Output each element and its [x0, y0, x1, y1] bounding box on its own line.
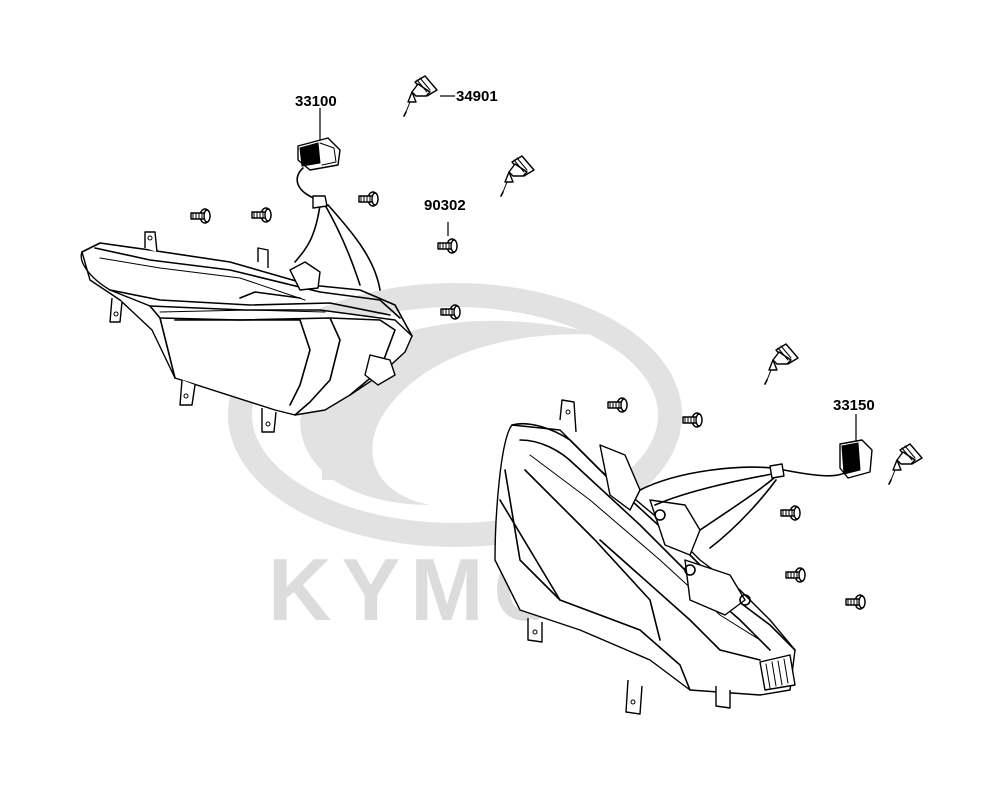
right-wire-harness: [639, 463, 849, 549]
bulb-icon: [500, 155, 535, 197]
screw-icon: [785, 567, 806, 583]
right-turn-signal-housing: [494, 399, 796, 715]
screw-icon: [437, 238, 458, 254]
connector-33100: [297, 108, 341, 171]
screw-icon: [780, 505, 801, 521]
screw-icon: [607, 397, 628, 413]
bulb-icon: [888, 443, 923, 485]
screw-icon: [190, 208, 211, 224]
screw-icon: [358, 191, 379, 207]
part-label-33150: 33150: [833, 397, 875, 414]
bulb-icon: [764, 343, 799, 385]
screw-icon: [845, 594, 866, 610]
connector-33150: [839, 414, 873, 479]
part-label-33100: 33100: [295, 93, 337, 110]
screw-icon: [682, 412, 703, 428]
part-label-34901: 34901: [456, 88, 498, 105]
bulb-icon: [403, 75, 438, 117]
part-label-90302: 90302: [424, 197, 466, 214]
left-turn-signal-housing: [80, 231, 413, 433]
screw-icon: [251, 207, 272, 223]
watermark-ring: [228, 283, 682, 547]
left-wire-harness: [294, 167, 381, 291]
